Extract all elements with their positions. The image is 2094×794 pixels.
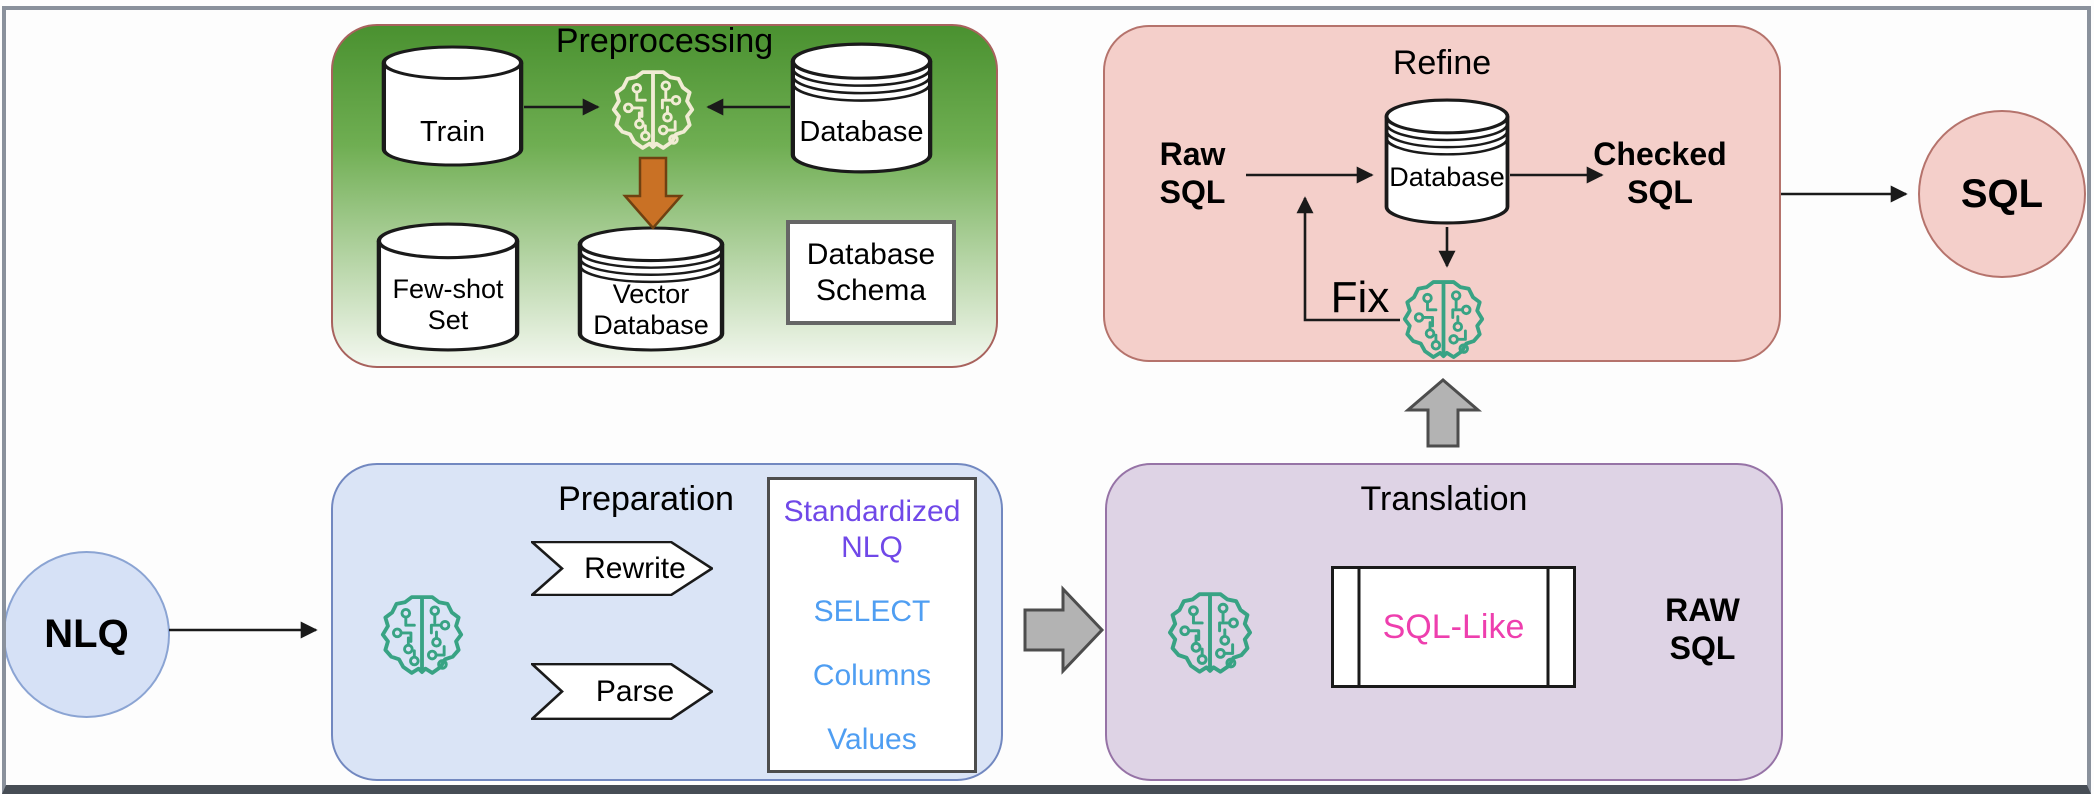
database-schema-box: Database Schema: [786, 220, 956, 325]
checked-sql-label: Checked SQL: [1593, 136, 1727, 210]
translation-title: Translation: [1360, 480, 1528, 518]
llm-brain-icon: [610, 67, 696, 159]
nlq-label: NLQ: [44, 612, 129, 656]
few-shot-label: Few-shot Set: [392, 274, 504, 336]
fix-llm-brain-icon: [1401, 277, 1486, 368]
rewrite-label: Rewrite: [584, 551, 686, 585]
vector-database-cylinder: Vector Database: [577, 226, 725, 352]
refine-title: Refine: [1392, 44, 1492, 82]
sql-terminal: SQL: [1918, 110, 2086, 278]
preparation-title: Preparation: [558, 480, 734, 518]
preparation-llm-brain-icon: [379, 592, 465, 684]
parse-step: Parse: [531, 663, 713, 720]
raw-sql-label: Raw SQL: [1159, 136, 1226, 210]
select-item: SELECT: [813, 595, 931, 628]
sql-like-label: SQL-Like: [1382, 607, 1525, 646]
sql-like-process: SQL-Like: [1331, 566, 1576, 688]
database-cylinder: Database: [790, 42, 933, 174]
database-label: Database: [799, 115, 924, 148]
train-cylinder: Train: [381, 45, 524, 167]
train-label: Train: [420, 115, 485, 148]
nlq-terminal: NLQ: [3, 551, 170, 718]
preprocessing-title: Preprocessing: [555, 22, 774, 60]
vector-database-label: Vector Database: [593, 278, 709, 340]
rewrite-step: Rewrite: [531, 541, 713, 596]
refine-database-label: Database: [1389, 161, 1505, 192]
parse-label: Parse: [595, 674, 675, 708]
columns-item: Columns: [812, 659, 932, 692]
few-shot-cylinder: Few-shot Set: [376, 222, 520, 352]
translation-llm-brain-icon: [1166, 589, 1254, 683]
database-schema-label: Database Schema: [806, 237, 936, 307]
gray-up-arrow: [1403, 378, 1483, 448]
refine-database-cylinder: Database: [1384, 98, 1510, 225]
translation-raw-sql-label: RAW SQL: [1665, 592, 1740, 666]
sql-label: SQL: [1960, 171, 2044, 216]
preparation-output-list: Standardized NLQ SELECT Columns Values: [767, 477, 977, 773]
values-item: Values: [827, 723, 917, 756]
gray-right-arrow: [1023, 585, 1105, 675]
standardized-nlq-item: Standardized NLQ: [783, 495, 961, 564]
